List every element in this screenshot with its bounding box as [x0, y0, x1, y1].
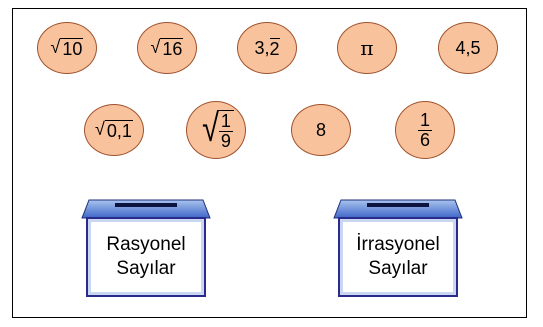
- fraction-denominator: 6: [419, 129, 430, 150]
- radicand: 0,1: [104, 119, 133, 141]
- repeating-digit: 2: [269, 38, 280, 59]
- number-ball-repeating-decimal[interactable]: 3,2: [237, 22, 297, 74]
- radical-sign: √: [95, 118, 105, 139]
- whole-part: 3,: [254, 37, 270, 58]
- number-ball-pi[interactable]: π: [337, 22, 397, 74]
- number-ball-sqrt-10[interactable]: √10: [37, 22, 97, 74]
- fraction-denominator: 9: [220, 130, 231, 151]
- box-label-line-1: Rasyonel: [106, 234, 186, 256]
- radical-sign: √: [150, 36, 161, 57]
- pi-symbol: π: [360, 36, 374, 60]
- box-lid-icon: [333, 199, 463, 219]
- rational-box-label: Rasyonel Sayılar: [86, 217, 206, 297]
- rational-numbers-box[interactable]: Rasyonel Sayılar: [81, 199, 211, 299]
- radical-sign: √: [50, 36, 61, 57]
- box-label-line-2: Sayılar: [116, 258, 176, 279]
- box-lid-icon: [81, 199, 211, 219]
- fraction-numerator: 1: [417, 109, 432, 131]
- radicand: 10: [60, 37, 84, 59]
- box-label-line-2: Sayılar: [368, 258, 428, 279]
- number-ball-sqrt-0-1[interactable]: √0,1: [84, 104, 144, 156]
- number-ball-eight[interactable]: 8: [291, 104, 351, 156]
- radical-sign: √: [202, 107, 219, 150]
- number-ball-decimal[interactable]: 4,5: [438, 22, 498, 74]
- irrational-numbers-box[interactable]: İrrasyonel Sayılar: [333, 199, 463, 299]
- integer-value: 8: [315, 119, 326, 140]
- fraction-numerator: 1: [218, 110, 233, 132]
- radicand: 16: [160, 37, 184, 59]
- decimal-value: 4,5: [455, 37, 481, 58]
- irrational-box-label: İrrasyonel Sayılar: [338, 217, 458, 297]
- number-ball-sqrt-16[interactable]: √16: [137, 22, 197, 74]
- box-label-line-1: İrrasyonel: [356, 234, 440, 256]
